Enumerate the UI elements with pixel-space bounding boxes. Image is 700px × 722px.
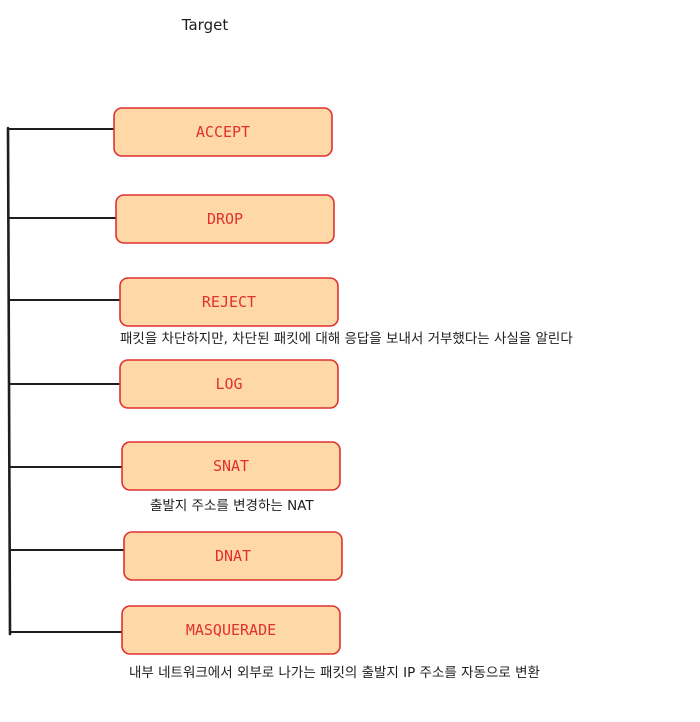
target-label-log: LOG: [215, 375, 242, 393]
target-node-drop: DROP: [115, 194, 335, 244]
target-box-log: [119, 359, 339, 409]
target-note-reject: 패킷을 차단하지만, 차단된 패킷에 대해 응답을 보내서 거부했다는 사실을 …: [120, 331, 573, 347]
target-nodes: ACCEPT DROP REJECT LOG SNAT DNAT MASQUERADE: [113, 107, 343, 655]
target-label-drop: DROP: [207, 210, 243, 228]
target-box-reject: [119, 277, 339, 327]
target-node-masquerade: MASQUERADE: [121, 605, 341, 655]
target-node-snat: SNAT: [121, 441, 341, 491]
target-note-snat: 출발지 주소를 변경하는 NAT: [150, 498, 314, 514]
target-box-accept: [113, 107, 333, 157]
target-label-reject: REJECT: [202, 293, 256, 311]
trunk-line: [6, 126, 12, 636]
target-box-drop: [115, 194, 335, 244]
target-notes: 패킷을 차단하지만, 차단된 패킷에 대해 응답을 보내서 거부했다는 사실을 …: [120, 331, 573, 681]
target-note-masquerade: 내부 네트워크에서 외부로 나가는 패킷의 출발지 IP 주소를 자동으로 변환: [129, 665, 540, 681]
diagram-title: Target: [181, 16, 229, 34]
target-box-dnat: [123, 531, 343, 581]
target-label-accept: ACCEPT: [196, 123, 250, 141]
target-node-dnat: DNAT: [123, 531, 343, 581]
target-label-dnat: DNAT: [215, 547, 251, 565]
target-node-log: LOG: [119, 359, 339, 409]
target-node-accept: ACCEPT: [113, 107, 333, 157]
target-box-masquerade: [121, 605, 341, 655]
target-label-masquerade: MASQUERADE: [186, 621, 276, 639]
target-box-snat: [121, 441, 341, 491]
target-label-snat: SNAT: [213, 457, 249, 475]
target-node-reject: REJECT: [119, 277, 339, 327]
